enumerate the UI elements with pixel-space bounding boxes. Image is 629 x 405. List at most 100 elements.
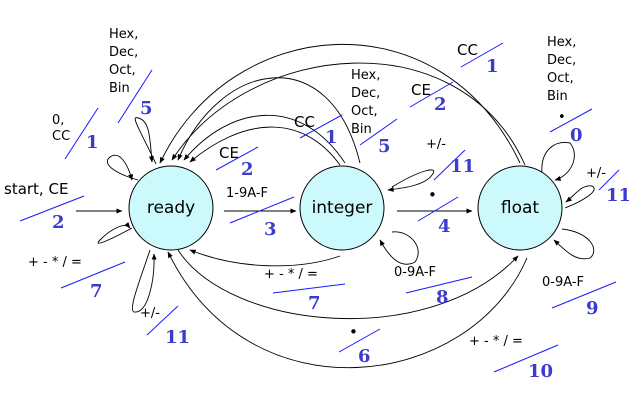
fraction-line <box>60 261 126 289</box>
fraction-line <box>433 149 466 181</box>
action-number: 6 <box>358 346 371 367</box>
state-label: integer <box>312 198 373 218</box>
action-number: 1 <box>486 56 499 77</box>
condition-text: CC <box>52 129 70 144</box>
condition-text: + - * / = <box>28 255 82 270</box>
condition-text: CC <box>294 113 315 131</box>
state-label: float <box>501 198 540 218</box>
action-number: 5 <box>378 136 391 157</box>
action-number: 7 <box>90 281 103 302</box>
label-float-self-base: Hex, Dec, Oct, Bin • 0 <box>547 35 593 146</box>
condition-text: 0, <box>52 113 64 128</box>
action-number: 4 <box>438 216 451 237</box>
edge-float-self-base <box>541 142 575 181</box>
condition-text: Dec, <box>547 53 576 68</box>
condition-text: + - * / = <box>264 267 318 282</box>
action-number: 8 <box>436 287 449 308</box>
condition-text: Oct, <box>547 71 574 86</box>
action-number: 1 <box>86 132 99 153</box>
condition-text: CE <box>411 81 431 99</box>
condition-text: +/- <box>586 166 606 181</box>
condition-text: • <box>558 110 566 125</box>
action-number: 2 <box>52 212 65 233</box>
fraction-line <box>146 305 179 336</box>
condition-text: start, CE <box>4 180 68 198</box>
label-ready-to-integer: 1-9A-F 3 <box>226 186 295 240</box>
edge-ready-to-float <box>177 249 519 320</box>
action-number: 0 <box>570 125 583 146</box>
label-integer-to-ready-op: + - * / = 7 <box>264 267 346 314</box>
action-number: 7 <box>308 293 321 314</box>
edge-integer-to-ready-cc <box>183 114 346 164</box>
edge-integer-to-ready-ce <box>189 126 341 166</box>
state-float: float <box>477 165 563 251</box>
condition-text: +/- <box>140 306 160 321</box>
label-float-to-ready-cc: CC 1 <box>457 41 504 77</box>
action-number: 11 <box>606 185 629 206</box>
condition-text: • <box>349 323 358 341</box>
edge-ready-self-base <box>134 117 157 165</box>
label-ready-to-float: • 6 <box>338 323 381 367</box>
condition-text: Bin <box>351 122 372 137</box>
edge-integer-self-digit <box>379 231 419 265</box>
condition-text: Hex, <box>351 68 380 83</box>
condition-text: Bin <box>547 89 568 104</box>
label-float-to-ready-ce: CE 2 <box>409 81 454 115</box>
label-integer-self-digit: 0-9A-F 8 <box>394 265 473 308</box>
action-number: 5 <box>140 98 153 119</box>
condition-text: Hex, <box>109 27 138 42</box>
edge-integer-to-ready-op <box>189 249 341 267</box>
action-number: 11 <box>450 156 475 177</box>
condition-text: + - * / = <box>469 334 523 349</box>
fraction-line <box>405 276 473 294</box>
edge-integer-to-ready-base <box>177 77 361 164</box>
label-float-self-digit: 0-9A-F 9 <box>542 275 617 319</box>
label-ready-self-base: Hex, Dec, Oct, Bin 5 <box>109 27 153 124</box>
condition-text: CE <box>219 144 239 162</box>
condition-text: Oct, <box>109 63 136 78</box>
label-integer-to-ready-ce: CE 2 <box>215 144 259 180</box>
condition-text: Dec, <box>351 86 380 101</box>
fraction-line <box>64 107 99 160</box>
edge-ready-self-op <box>97 222 133 244</box>
edge-integer-self-sign <box>387 169 435 192</box>
action-number: 2 <box>241 159 254 180</box>
label-float-self-sign: +/- 11 <box>586 166 629 206</box>
action-number: 2 <box>434 94 447 115</box>
action-number: 3 <box>264 219 277 240</box>
action-number: 10 <box>528 361 553 382</box>
fraction-line <box>493 344 559 373</box>
action-number: 9 <box>586 298 599 319</box>
condition-text: • <box>428 186 437 204</box>
condition-text: 0-9A-F <box>394 265 436 280</box>
edge-ready-self-sign <box>131 249 157 313</box>
fraction-line <box>272 283 346 294</box>
condition-text: Dec, <box>109 45 138 60</box>
label-ready-self-op: + - * / = 7 <box>28 255 126 302</box>
label-integer-to-ready-cc: CC 1 <box>294 113 343 148</box>
fraction-line <box>117 69 153 124</box>
fraction-line <box>229 196 295 224</box>
edge-float-self-sign <box>564 185 595 209</box>
label-float-to-ready-op: + - * / = 10 <box>469 334 559 382</box>
condition-text: 0-9A-F <box>542 275 584 290</box>
condition-text: Bin <box>109 81 130 96</box>
label-ready-self-sign: +/- 11 <box>140 305 190 348</box>
condition-text: 1-9A-F <box>226 186 268 201</box>
fraction-line <box>338 328 381 353</box>
action-number: 1 <box>325 127 338 148</box>
fraction-line <box>598 169 620 191</box>
label-start: start, CE 2 <box>4 180 85 233</box>
label-ready-self-clear: 0, CC 1 <box>52 107 99 160</box>
edge-ready-self-clear <box>107 154 139 181</box>
condition-text: CC <box>457 41 478 59</box>
fraction-line <box>215 146 259 171</box>
fraction-line <box>359 118 398 146</box>
edge-float-to-ready-cc <box>159 44 521 164</box>
state-label: ready <box>147 198 195 218</box>
fraction-line <box>19 195 85 222</box>
label-integer-self-sign: +/- 11 <box>426 137 475 181</box>
condition-text: +/- <box>426 137 446 152</box>
condition-text: Oct, <box>351 104 378 119</box>
